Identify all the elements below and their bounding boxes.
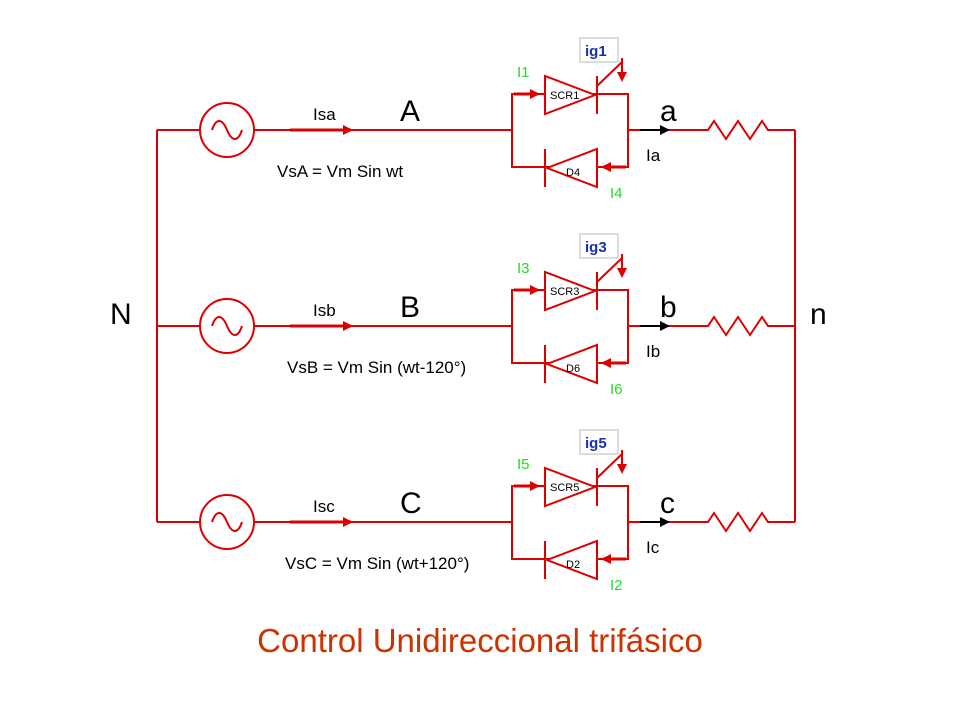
gate-lead [596,255,623,283]
diode-symbol [544,147,598,189]
scr-current-label: I3 [517,260,530,277]
gate-label-box [579,233,619,259]
sine-icon [211,512,243,532]
source-node-label: B [400,291,420,324]
source-current-label: Isb [313,301,336,320]
gate-label-box [579,37,619,63]
diode-current-label: I4 [610,185,623,202]
source-equation: VsC = Vm Sin (wt+120°) [285,554,469,573]
diode-label: D6 [566,363,580,375]
phase-b: Isb B VsB = Vm Sin (wt-120°) SCR3 ig3 I3… [157,233,795,398]
resistor-icon [700,315,795,337]
load-current-label: Ib [646,342,660,361]
load-node-label: a [660,95,677,128]
gate-label: ig5 [585,435,607,452]
load-node-label: c [660,487,675,520]
source-current-label: Isa [313,105,336,124]
sine-icon [211,120,243,140]
resistor-icon [700,511,795,533]
scr-current-label: I5 [517,456,530,473]
diode-symbol [544,343,598,385]
source-equation: VsB = Vm Sin (wt-120°) [287,358,466,377]
scr-symbol [544,74,598,116]
phase-a: Isa A VsA = Vm Sin wt SCR1 ig1 I1 D4 I4 … [157,37,795,202]
phase-c: Isc C VsC = Vm Sin (wt+120°) SCR5 ig5 I5… [157,429,795,594]
load-current-label: Ic [646,538,660,557]
gate-label-box [579,429,619,455]
resistor-icon [700,119,795,141]
source-current-label: Isc [313,497,335,516]
neutral-label-source: N [110,298,132,331]
gate-lead [596,59,623,87]
gate-label: ig1 [585,43,607,60]
neutral-label-load: n [810,298,827,331]
load-current-label: Ia [646,146,661,165]
diode-label: D2 [566,559,580,571]
scr-label: SCR1 [550,90,579,102]
diode-current-label: I6 [610,381,623,398]
scr-current-label: I1 [517,64,530,81]
gate-lead [596,451,623,479]
scr-symbol [544,270,598,312]
source-node-label: A [400,95,420,128]
scr-symbol [544,466,598,508]
scr-label: SCR3 [550,286,579,298]
source-equation: VsA = Vm Sin wt [277,162,403,181]
scr-label: SCR5 [550,482,579,494]
sine-icon [211,316,243,336]
load-node-label: b [660,291,677,324]
diode-label: D4 [566,167,580,179]
diagram-caption: Control Unidireccional trifásico [257,622,703,659]
gate-label: ig3 [585,239,607,256]
source-node-label: C [400,487,422,520]
diode-symbol [544,539,598,581]
diode-current-label: I2 [610,577,623,594]
